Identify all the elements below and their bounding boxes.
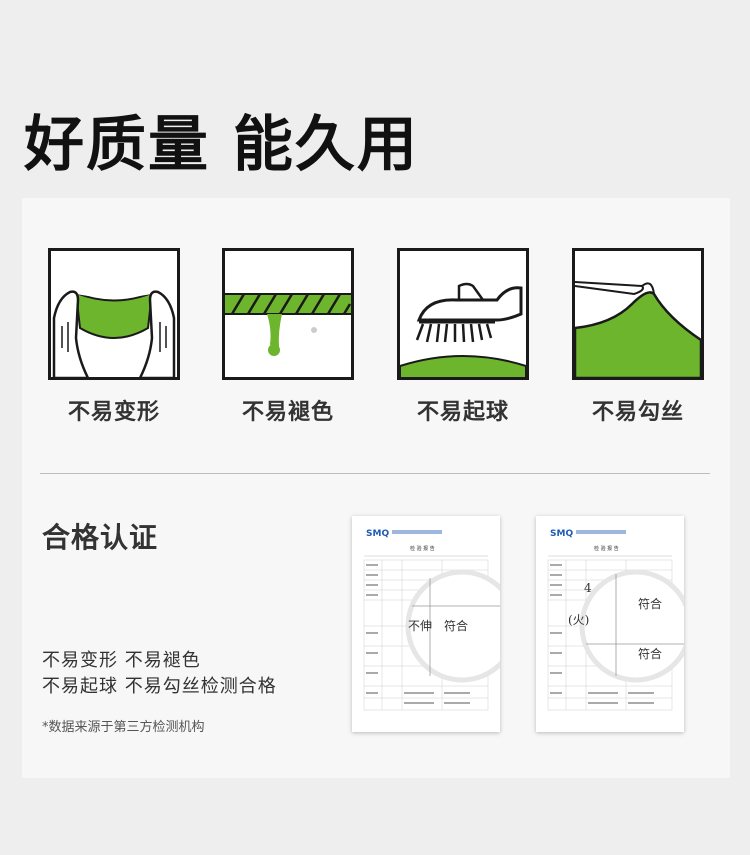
test-report-2: SMQ 检 验 报 告: [536, 516, 684, 732]
report-heading: 检 验 报 告: [410, 545, 435, 552]
magnified-text: (火): [568, 613, 589, 627]
feature-label: 不易褪色: [241, 400, 334, 425]
report-logo: SMQ: [366, 529, 389, 539]
feature-item-snag: 不易勾丝: [558, 248, 718, 426]
report-logo: SMQ: [550, 529, 573, 539]
feature-label: 不易变形: [67, 400, 160, 425]
feature-list: 不易变形 不易褪色 不: [22, 248, 730, 438]
test-report-1: SMQ 检 验 报 告: [352, 516, 500, 732]
feature-item-fade: 不易褪色: [208, 248, 368, 426]
magnified-text: 符合: [444, 618, 468, 633]
feature-item-pilling: 不易起球: [383, 248, 543, 426]
brush-fabric-icon: [397, 248, 529, 380]
stretch-hands-icon: [48, 248, 180, 380]
magnified-text: 4: [584, 581, 592, 595]
fabric-dye-drip-icon: [222, 248, 354, 380]
magnified-text: 符合: [638, 596, 662, 611]
feature-item-deform: 不易变形: [34, 248, 194, 426]
section-divider: [40, 473, 710, 474]
report-heading: 检 验 报 告: [594, 545, 619, 552]
certification-note: *数据来源于第三方检测机构: [42, 720, 205, 735]
fabric-snag-icon: [572, 248, 704, 380]
certification-line: 不易起球 不易勾丝检测合格: [42, 676, 277, 697]
page-headline: 好质量 能久用: [24, 110, 419, 180]
magnified-text: 符合: [638, 646, 662, 661]
magnified-text: 不伸: [408, 619, 432, 633]
feature-label: 不易起球: [416, 400, 509, 425]
certification-title: 合格认证: [42, 521, 159, 554]
feature-label: 不易勾丝: [591, 400, 684, 425]
certification-line: 不易变形 不易褪色: [42, 650, 201, 671]
feature-card: 不易变形 不易褪色 不: [22, 198, 730, 778]
